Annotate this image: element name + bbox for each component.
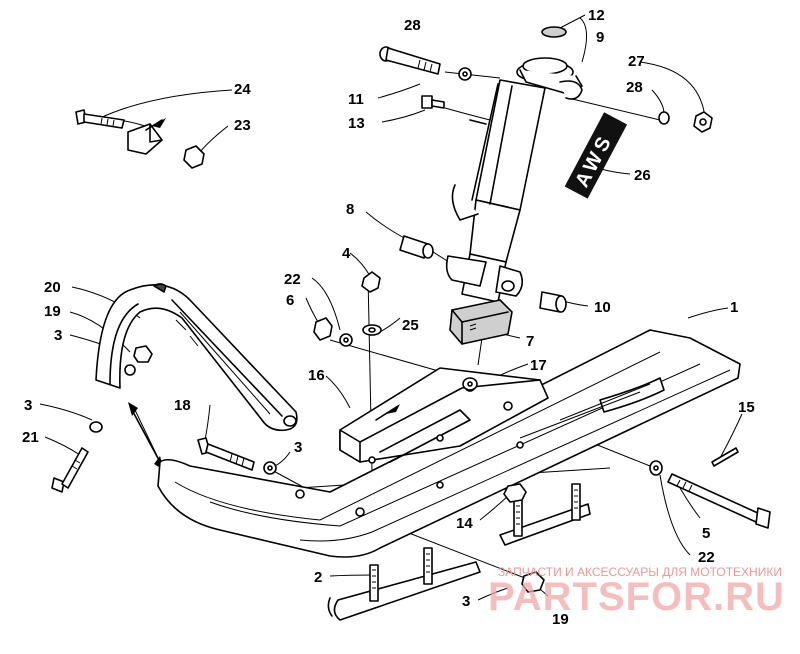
callout-18: 18 [174, 397, 191, 414]
callout-20: 20 [44, 279, 61, 296]
callout-7: 7 [526, 333, 534, 350]
washer-upper-right [658, 111, 670, 125]
callout-9: 9 [596, 29, 604, 46]
handle-bolt [51, 447, 89, 493]
callout-22-bolt: 22 [698, 549, 715, 566]
locknut-saddle [313, 317, 333, 341]
callout-22-saddle: 22 [284, 271, 301, 288]
callout-10: 10 [594, 299, 611, 316]
washer-upper-left [458, 67, 472, 81]
callout-3-bolt: 3 [24, 397, 32, 414]
bushing-upper [399, 235, 434, 259]
callout-14: 14 [456, 515, 473, 532]
callout-3-bottom: 3 [462, 593, 470, 610]
spindle-block [449, 299, 513, 345]
callout-3-handle: 3 [54, 327, 62, 344]
grease-fitting [421, 95, 445, 109]
watermark-tagline: ЗАПЧАСТИ И АКСЕССУАРЫ ДЛЯ МОТОТЕХНИКИ [498, 565, 782, 579]
callout-24: 24 [234, 81, 251, 98]
shock-mount-bolt [379, 46, 441, 75]
callout-15: 15 [738, 399, 755, 416]
nut-upper-right [693, 111, 713, 133]
cotter-pin [711, 447, 739, 467]
callout-19-bottom: 19 [552, 611, 569, 628]
callout-3-ski: 3 [294, 439, 302, 456]
callout-23: 23 [234, 117, 251, 134]
callout-17: 17 [530, 357, 547, 374]
washer-saddle-right [462, 377, 478, 391]
callout-19-handle: 19 [44, 303, 61, 320]
callout-16: 16 [308, 367, 325, 384]
callout-21: 21 [22, 429, 39, 446]
callout-28-right: 28 [626, 79, 643, 96]
callout-2: 2 [314, 569, 322, 586]
callout-28-left: 28 [404, 17, 421, 34]
ski-mount-bolt [197, 437, 255, 471]
wear-bar-nut-upper [503, 483, 527, 503]
callout-1: 1 [730, 299, 738, 316]
callout-4: 4 [342, 245, 351, 262]
ski-loop-handle [95, 283, 298, 432]
washer-handle-bolt [89, 421, 103, 433]
washer-spindle-bolt [649, 460, 663, 476]
bracket-assembly [75, 109, 166, 155]
washer-center [362, 324, 382, 336]
shock-logo-text: AWS [571, 130, 617, 191]
shock-logo-decal: AWS [564, 112, 628, 199]
shock-cap [541, 26, 567, 38]
callout-11: 11 [348, 91, 364, 108]
washer-saddle-left [339, 333, 353, 347]
nut-bracket [183, 145, 205, 169]
callout-26: 26 [634, 167, 651, 184]
callout-8: 8 [346, 201, 354, 218]
callout-13: 13 [348, 115, 365, 132]
wear-bar-front [327, 547, 481, 621]
callout-27: 27 [628, 53, 645, 70]
watermark-brand: PARTSFOR.RU [488, 575, 785, 619]
bushing-lower [539, 291, 567, 313]
callout-6: 6 [286, 292, 294, 309]
callout-5: 5 [702, 525, 710, 542]
washer-handle [124, 364, 136, 376]
callout-25: 25 [402, 317, 419, 334]
nut-saddle [361, 271, 381, 293]
callout-12: 12 [588, 7, 605, 24]
callout-numbers: 1 2 3 3 3 3 4 5 6 7 8 9 10 11 12 13 14 1… [22, 7, 755, 628]
alignment-arrow [128, 402, 164, 470]
washer-ski-bolt [263, 461, 277, 475]
shock-absorber [445, 57, 583, 303]
wear-bar-nut-lower [521, 571, 545, 593]
wear-bar-rear [499, 483, 591, 546]
watermark: ЗАПЧАСТИ И АКСЕССУАРЫ ДЛЯ МОТОТЕХНИКИ PA… [488, 565, 785, 619]
nut-handle [133, 345, 153, 363]
spindle-bolt [667, 473, 771, 529]
